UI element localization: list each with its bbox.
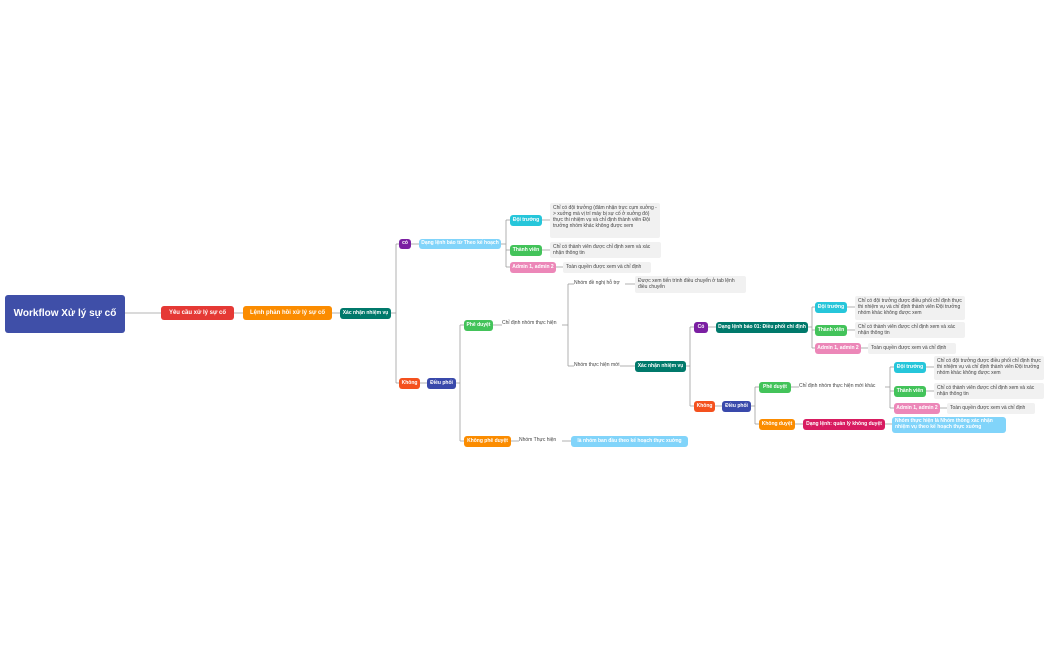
node-nhom-thuc-hien-qly[interactable]: Nhóm thực hiện là Nhóm thông xác nhận nh… (892, 417, 1006, 433)
note-admin-3: Toàn quyền được xem và chỉ định (947, 403, 1035, 414)
node-dang-lenh-2[interactable]: Dạng lệnh báo 01: Điều phối chỉ định (716, 322, 808, 333)
note-nhom-de-nghi: Được xem tiến trình điều chuyển ở tab lệ… (635, 276, 746, 293)
node-xac-nhan-1[interactable]: Xác nhận nhiệm vụ (340, 308, 391, 319)
node-thanh-vien-3[interactable]: Thành viên (894, 386, 926, 397)
node-thanh-vien-2[interactable]: Thành viên (815, 325, 847, 336)
node-dang-lenh-qly[interactable]: Dạng lệnh: quản lý không duyệt (803, 419, 885, 430)
label-chi-dinh-2: Chỉ định nhóm thực hiện mới khác (799, 383, 876, 389)
label-chi-dinh-1: Chỉ định nhóm thực hiện (502, 320, 557, 326)
node-yeu-cau[interactable]: Yêu cầu xử lý sự cố (161, 306, 234, 320)
node-admin-2[interactable]: Admin 1, admin 2 (815, 343, 861, 354)
note-doi-truong-2: Chỉ có đội trưởng được điều phối chỉ địn… (855, 296, 965, 320)
note-admin-2: Toàn quyền được xem và chỉ định (868, 343, 956, 354)
note-admin-1: Toàn quyền được xem và chỉ định (563, 262, 651, 273)
node-xac-nhan-2[interactable]: Xác nhận nhiệm vụ (635, 361, 686, 372)
note-doi-truong-1: Chỉ có đội trưởng (đảm nhận trực cụm xuở… (550, 203, 660, 238)
node-phe-duyet-1[interactable]: Phê duyệt (464, 320, 493, 331)
label-nhom-thuc-hien-qly: Nhóm thực hiện là Nhóm thông xác nhận nh… (895, 418, 993, 430)
node-admin-1[interactable]: Admin 1, admin 2 (510, 262, 556, 273)
node-phe-duyet-2[interactable]: Phê duyệt (759, 382, 791, 393)
note-doi-truong-3: Chỉ có đội trưởng được điều phối chỉ địn… (934, 356, 1044, 380)
note-thanh-vien-3: Chỉ có thành viên được chỉ định xem và x… (934, 383, 1044, 399)
root-label: Workflow Xử lý sự cố (13, 307, 117, 319)
node-doi-truong-3[interactable]: Đội trưởng (894, 362, 926, 373)
node-co-2[interactable]: Có (694, 322, 708, 333)
node-dieu-phoi-2[interactable]: Điều phối (722, 401, 751, 412)
note-thanh-vien-2: Chỉ có thành viên được chỉ định xem và x… (855, 322, 965, 338)
node-nhom-ban-dau[interactable]: là nhóm ban đầu theo kế hoạch thực xuởng (571, 436, 688, 447)
root-node[interactable]: Workflow Xử lý sự cố (5, 295, 125, 333)
node-admin-3[interactable]: Admin 1, admin 2 (894, 403, 940, 414)
label-nhom-thuc-hien-moi: Nhóm thực hiện mới (574, 362, 620, 368)
node-dieu-phoi-1[interactable]: Điều phối (427, 378, 456, 389)
node-lenh-phan-hoi[interactable]: Lệnh phản hồi xử lý sự cố (243, 306, 332, 320)
label-nhom-de-nghi: Nhóm đề nghị hỗ trợ (574, 280, 620, 286)
node-khong-phe-duyet[interactable]: Không phê duyệt (464, 436, 511, 447)
node-khong-1[interactable]: Không (399, 378, 420, 389)
node-dang-lenh-1[interactable]: Dạng lệnh báo từ Theo kế hoạch (419, 239, 501, 249)
note-thanh-vien-1: Chỉ có thành viên được chỉ định xem và x… (550, 242, 661, 258)
node-doi-truong-1[interactable]: Đội trưởng (510, 215, 542, 226)
node-doi-truong-2[interactable]: Đội trưởng (815, 302, 847, 313)
node-khong-2[interactable]: Không (694, 401, 715, 412)
node-co-1[interactable]: có (399, 239, 411, 249)
node-khong-duyet-2[interactable]: Không duyệt (759, 419, 795, 430)
label-nhom-thuc-hien: Nhóm Thực hiện (519, 437, 557, 443)
node-thanh-vien-1[interactable]: Thành viên (510, 245, 542, 256)
